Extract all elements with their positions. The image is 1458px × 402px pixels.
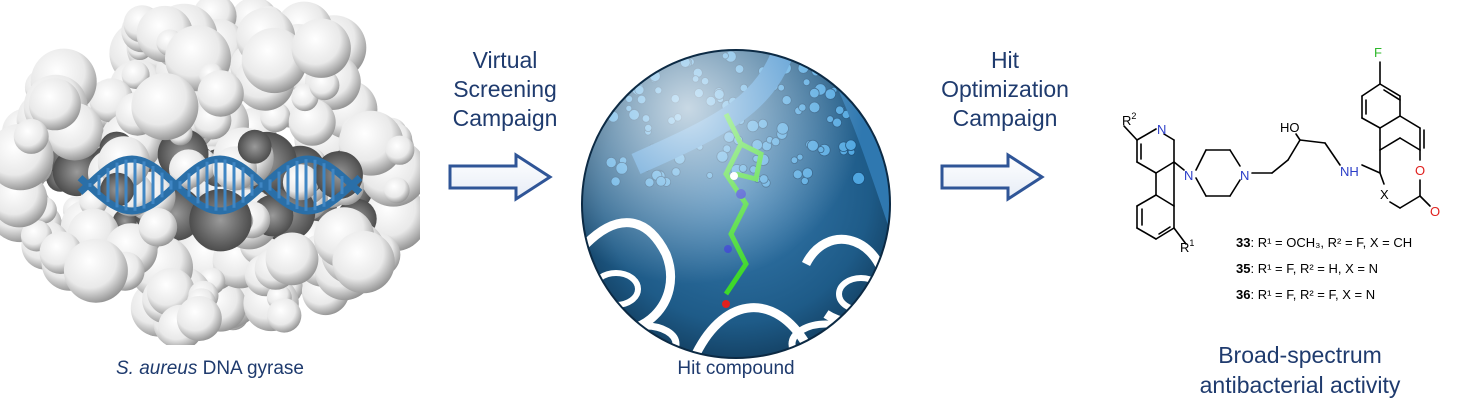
hit-compound-sphere-image: [576, 44, 896, 364]
atom-r1: R1: [1180, 238, 1194, 255]
atom-o-carbonyl: O: [1430, 204, 1440, 219]
compound-35-desc: : R¹ = F, R² = H, X = N: [1250, 261, 1378, 276]
activity-line-2: antibacterial activity: [1199, 372, 1401, 398]
compound-36-desc: : R¹ = F, R² = F, X = N: [1250, 287, 1376, 302]
step2-line-3: Campaign: [952, 105, 1058, 131]
step2-line-2: Optimization: [941, 76, 1069, 102]
hit-compound-caption: Hit compound: [677, 358, 795, 379]
compound-33: 33: R¹ = OCH₃, R² = F, X = CH: [1236, 230, 1456, 256]
chemical-structure: R2 R1 N N N HO NH O O X F: [1122, 45, 1440, 255]
species-name: S. aureus: [116, 358, 198, 379]
compound-36: 36: R¹ = F, R² = F, X = N: [1236, 282, 1456, 308]
step-hit-optimization-label: Hit Optimization Campaign: [930, 46, 1080, 133]
step2-line-1: Hit: [990, 47, 1020, 73]
compound-33-desc: : R¹ = OCH₃, R² = F, X = CH: [1250, 235, 1413, 250]
atom-x: X: [1380, 187, 1389, 202]
step1-line-2: Screening: [453, 76, 557, 102]
step1-line-3: Campaign: [452, 105, 558, 131]
atom-n-isoquinoline: N: [1157, 122, 1166, 137]
atom-hydroxyl: HO: [1280, 120, 1300, 135]
compound-36-id: 36: [1236, 287, 1251, 302]
atom-n-piperazine-2: N: [1240, 168, 1249, 183]
compound-33-id: 33: [1236, 235, 1251, 250]
compound-35-id: 35: [1236, 261, 1251, 276]
atom-r2: R2: [1122, 111, 1136, 128]
activity-line-1: Broad-spectrum: [1218, 342, 1382, 368]
atom-n-piperazine-1: N: [1184, 168, 1193, 183]
step-virtual-screening-label: Virtual Screening Campaign: [430, 46, 580, 133]
protein-caption: S. aureus DNA gyrase: [60, 358, 360, 380]
arrow-right-icon: [448, 152, 553, 202]
compound-35: 35: R¹ = F, R² = H, X = N: [1236, 256, 1456, 282]
compound-legend: 33: R¹ = OCH₃, R² = F, X = CH 35: R¹ = F…: [1236, 230, 1456, 308]
atom-nh: NH: [1340, 164, 1359, 179]
atom-fluorine: F: [1374, 45, 1382, 60]
dna-helix: [77, 155, 363, 215]
step1-line-1: Virtual: [472, 47, 538, 73]
activity-caption: Broad-spectrum antibacterial activity: [1150, 340, 1450, 400]
atom-o-ring: O: [1415, 163, 1425, 178]
arrow-right-icon: [940, 152, 1045, 202]
protein-name: DNA gyrase: [197, 358, 304, 379]
protein-surface-image: [0, 0, 428, 350]
